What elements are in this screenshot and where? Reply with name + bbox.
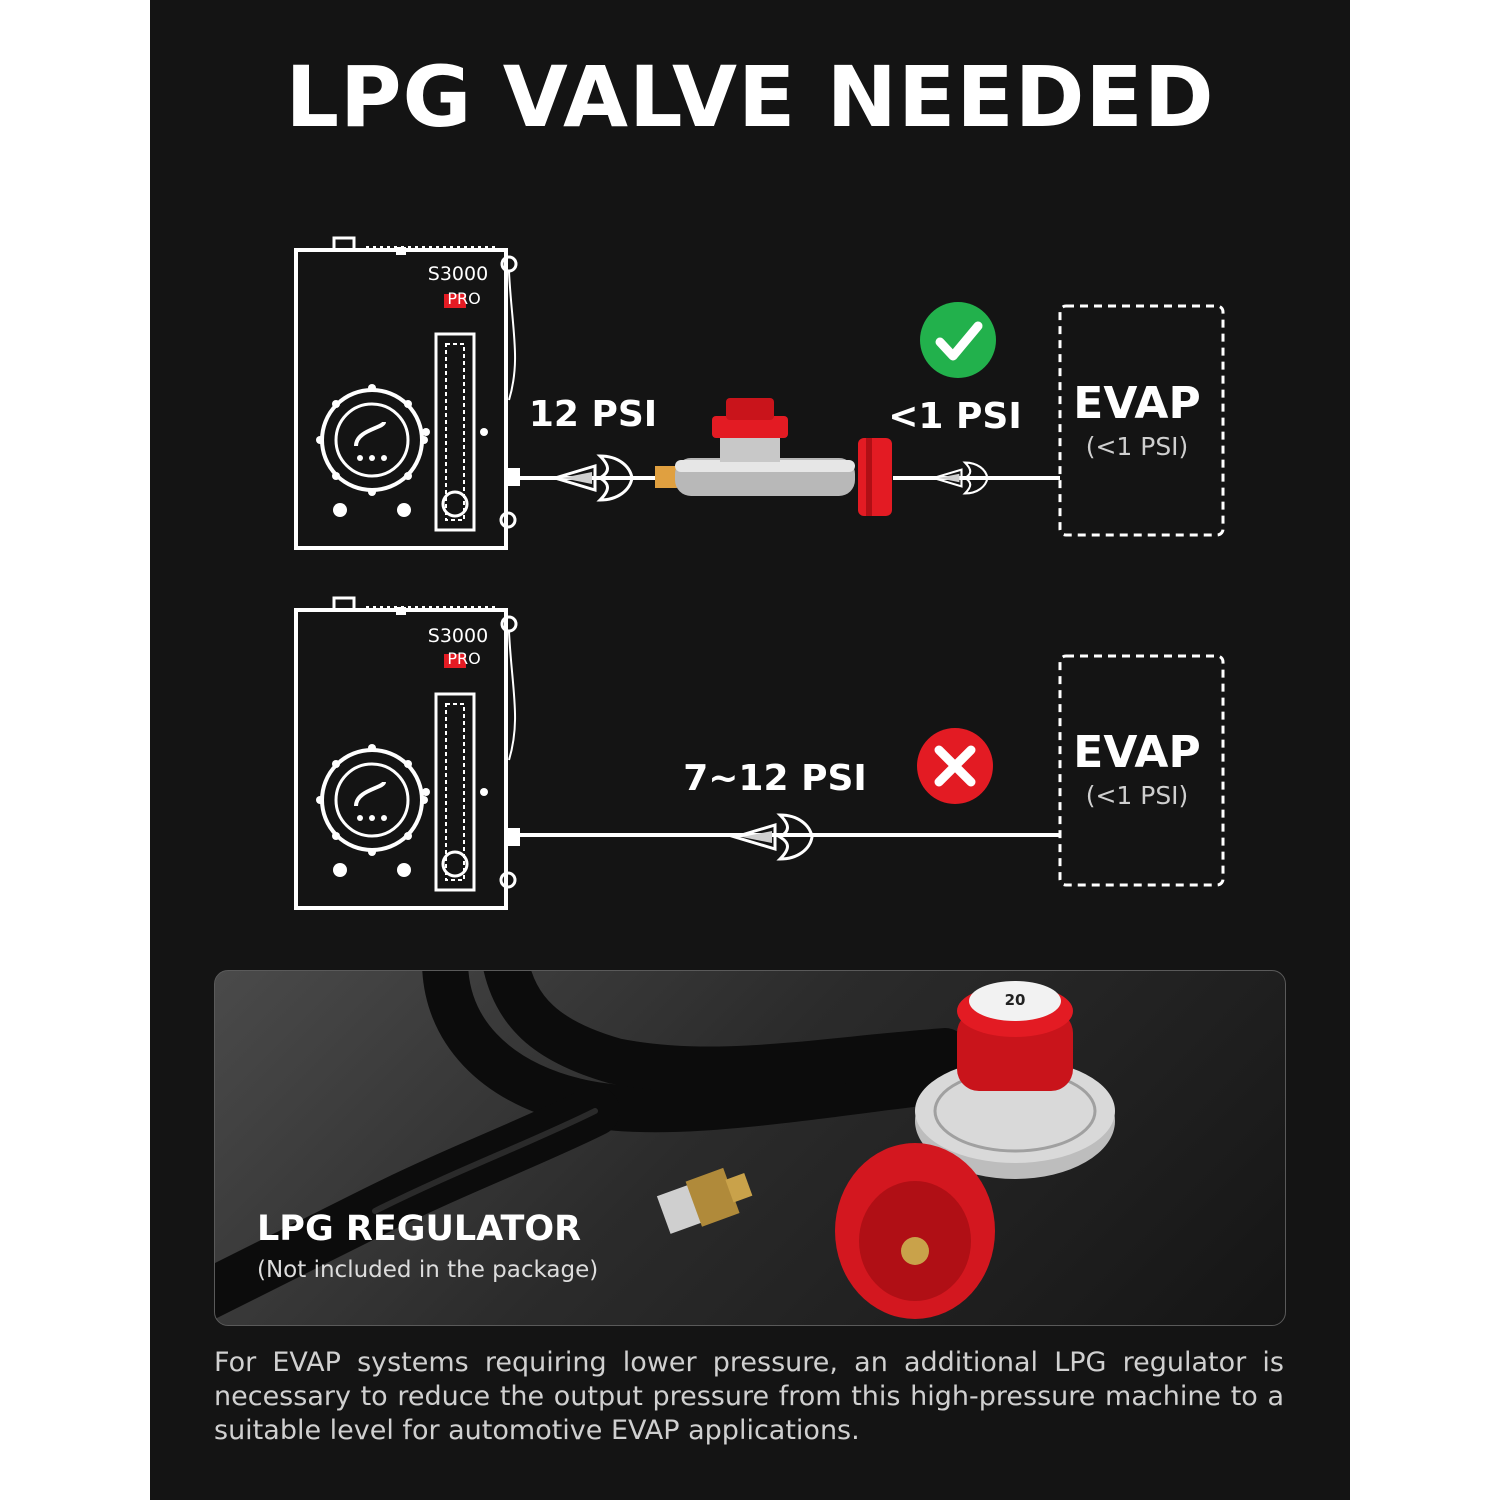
regulator-illustration (655, 398, 892, 516)
check-icon (920, 302, 996, 378)
evap-box-bottom (1058, 654, 1225, 887)
machine-pressure-label: 12 PSI (529, 394, 657, 435)
machine-model-top: S3000 (428, 263, 488, 285)
lpg-regulator-illustration: 20 (215, 971, 1115, 1319)
machine-model-bottom: S3000 (428, 625, 488, 647)
machine-top: S3000 PRO (294, 236, 522, 550)
machine-badge-top: PRO (447, 289, 480, 308)
description-text: For EVAP systems requiring lower pressur… (214, 1347, 1284, 1446)
product-photo-panel: 20 LPG REGULATOR (Not included in the pa… (214, 970, 1286, 1326)
page-title: LPG VALVE NEEDED (285, 48, 1215, 146)
evap-box-top (1058, 304, 1225, 537)
regulated-pressure-label: <1 PSI (888, 396, 1021, 437)
evap-label-top: EVAP (1073, 378, 1200, 429)
line-pressure-label: 7~12 PSI (683, 758, 867, 799)
evap-label-bottom: EVAP (1073, 727, 1200, 778)
product-name: LPG REGULATOR (257, 1209, 582, 1249)
dial-value: 20 (1005, 991, 1026, 1009)
product-note: (Not included in the package) (257, 1257, 599, 1283)
machine-badge-bottom: PRO (447, 649, 480, 668)
pressure-diagram: S3000 PRO 12 PSI <1 PSI EVAP (<1 PSI) S3… (294, 236, 1225, 910)
evap-spec-top: (<1 PSI) (1086, 432, 1189, 461)
evap-spec-bottom: (<1 PSI) (1086, 781, 1189, 810)
cross-icon (917, 728, 993, 804)
machine-bottom: S3000 PRO (294, 596, 522, 910)
